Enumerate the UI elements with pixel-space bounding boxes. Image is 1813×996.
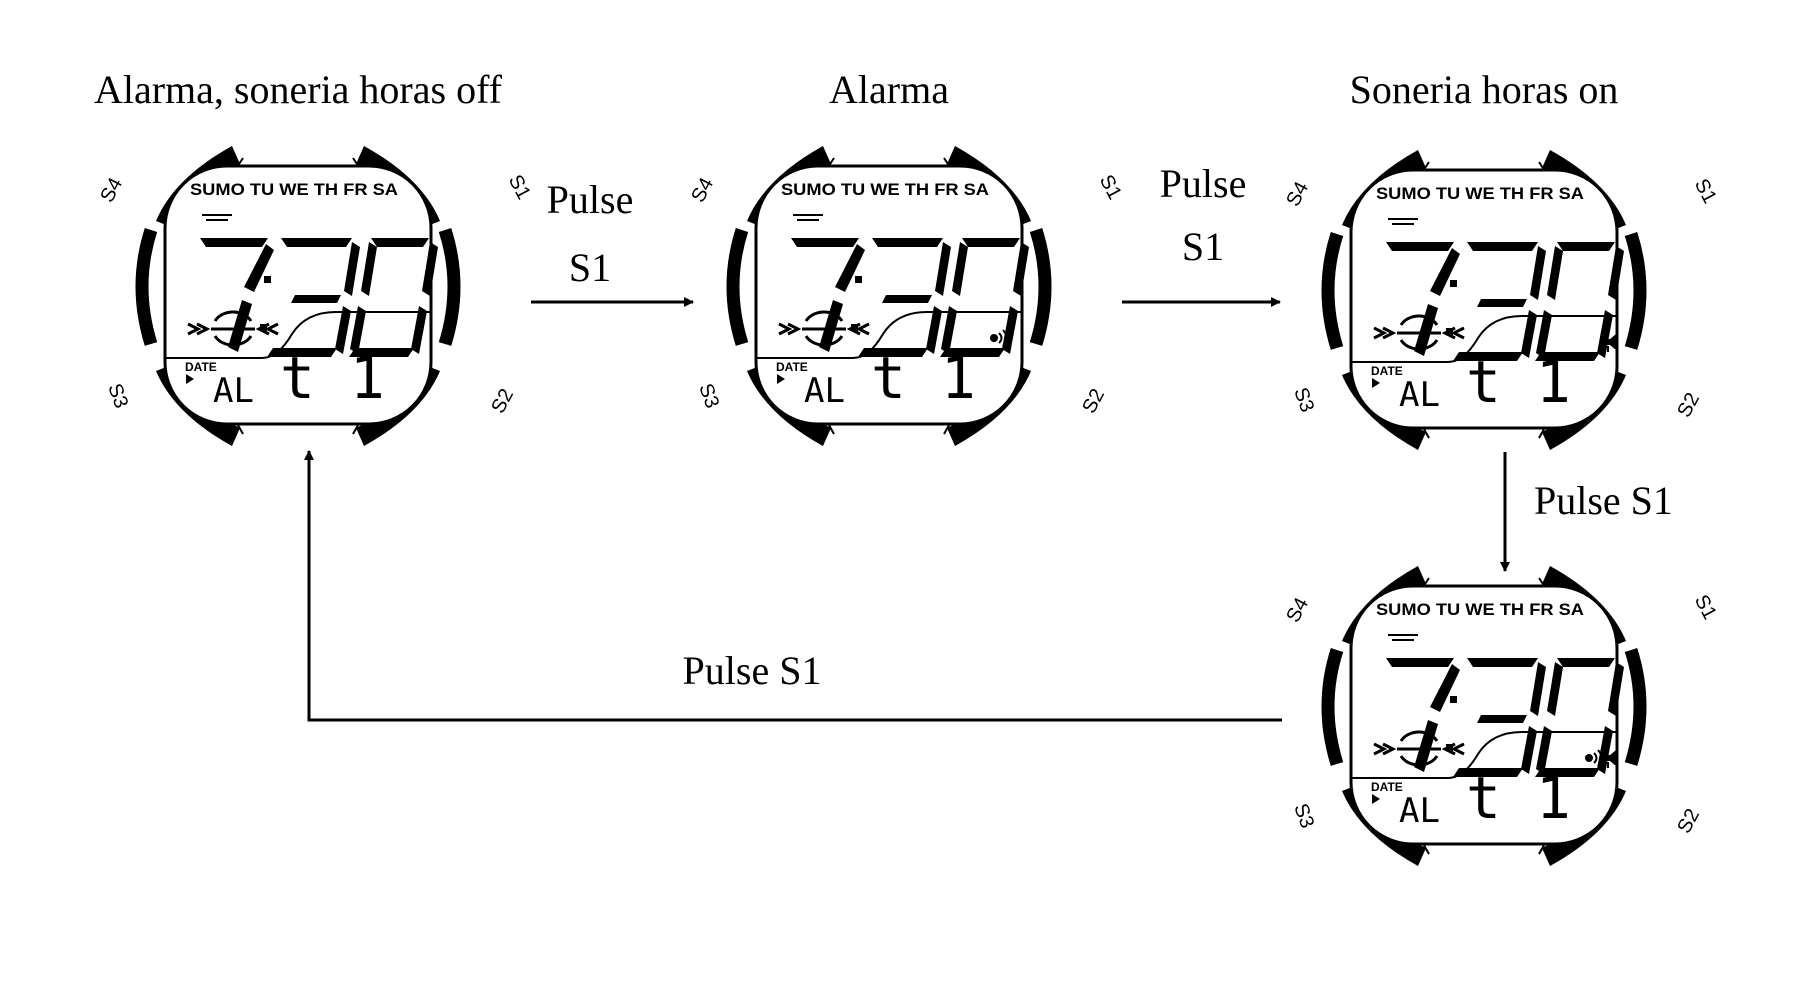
alarm-number: t 1 [871, 344, 976, 412]
button-label-s4: S4 [96, 174, 127, 206]
transition-d-label: Pulse S1 [683, 648, 822, 693]
alarm-number: t 1 [1466, 348, 1571, 416]
mode-text: AL [213, 371, 254, 411]
transition-b-label-pulse: Pulse [1160, 161, 1247, 206]
watch-2: SUMO TU WE TH FR SA DATE AL t 1 S4 S3 S1… [687, 146, 1126, 446]
button-label-s1: S1 [1095, 171, 1126, 203]
weekday-row: SUMO TU WE TH FR SA [1376, 184, 1584, 203]
transition-d-arrow [304, 450, 1282, 722]
button-label-s3: S3 [1289, 385, 1318, 416]
transition-b-label-s1: S1 [1182, 224, 1224, 269]
watch-4: SUMO TU WE TH FR SA DATE AL t 1 S4 S3 S1… [1282, 566, 1721, 866]
button-label-s3: S3 [103, 381, 132, 412]
watch-1: SUMO TU WE TH FR SA DATE AL t 1 S4 S3 S1… [96, 146, 535, 446]
date-label: DATE [1371, 364, 1403, 378]
watch-3: SUMO TU WE TH FR SA DATE AL t 1 S4 S3 S1… [1282, 150, 1721, 450]
button-label-s2: S2 [487, 385, 518, 417]
button-label-s2: S2 [1673, 389, 1704, 421]
date-label: DATE [185, 360, 217, 374]
button-label-s2: S2 [1673, 805, 1704, 837]
button-label-s4: S4 [687, 174, 718, 206]
button-label-s4: S4 [1282, 594, 1313, 626]
date-label: DATE [1371, 780, 1403, 794]
button-label-s3: S3 [694, 381, 723, 412]
mode-text: AL [1399, 791, 1440, 831]
alarm-number: t 1 [1466, 764, 1571, 832]
state-caption-alarm: Alarma [829, 67, 949, 112]
button-label-s1: S1 [1690, 175, 1721, 207]
state-caption-chime: Soneria horas on [1350, 67, 1619, 112]
mode-text: AL [804, 371, 845, 411]
state-caption-off: Alarma, soneria horas off [94, 67, 503, 112]
button-label-s3: S3 [1289, 801, 1318, 832]
button-label-s1: S1 [1690, 591, 1721, 623]
button-label-s1: S1 [504, 171, 535, 203]
button-label-s4: S4 [1282, 178, 1313, 210]
alarm-number: t 1 [280, 344, 385, 412]
weekday-row: SUMO TU WE TH FR SA [781, 180, 989, 199]
button-label-s2: S2 [1078, 385, 1109, 417]
transition-c-label: Pulse S1 [1534, 478, 1673, 523]
date-label: DATE [776, 360, 808, 374]
mode-text: AL [1399, 375, 1440, 415]
weekday-row: SUMO TU WE TH FR SA [1376, 600, 1584, 619]
weekday-row: SUMO TU WE TH FR SA [190, 180, 398, 199]
transition-a-label-pulse: Pulse [547, 177, 634, 222]
transition-a-label-s1: S1 [569, 245, 611, 290]
